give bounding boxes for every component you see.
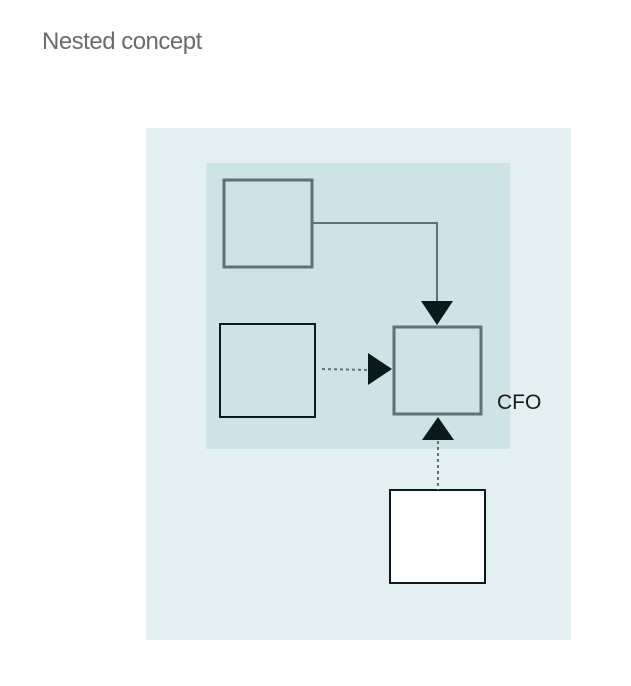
arrowhead-up: [422, 417, 454, 440]
arrowhead-down: [421, 301, 453, 325]
arrowhead-right: [368, 353, 392, 385]
bottom-box: [389, 489, 486, 584]
dotted-connector-left: [321, 368, 369, 371]
cfo-label: CFO: [497, 391, 541, 414]
diagram-title: Nested concept: [42, 28, 202, 55]
cfo-box: [392, 325, 483, 416]
inner-container: [206, 163, 510, 449]
solid-connector: [312, 222, 438, 302]
middle-left-box: [219, 323, 316, 418]
